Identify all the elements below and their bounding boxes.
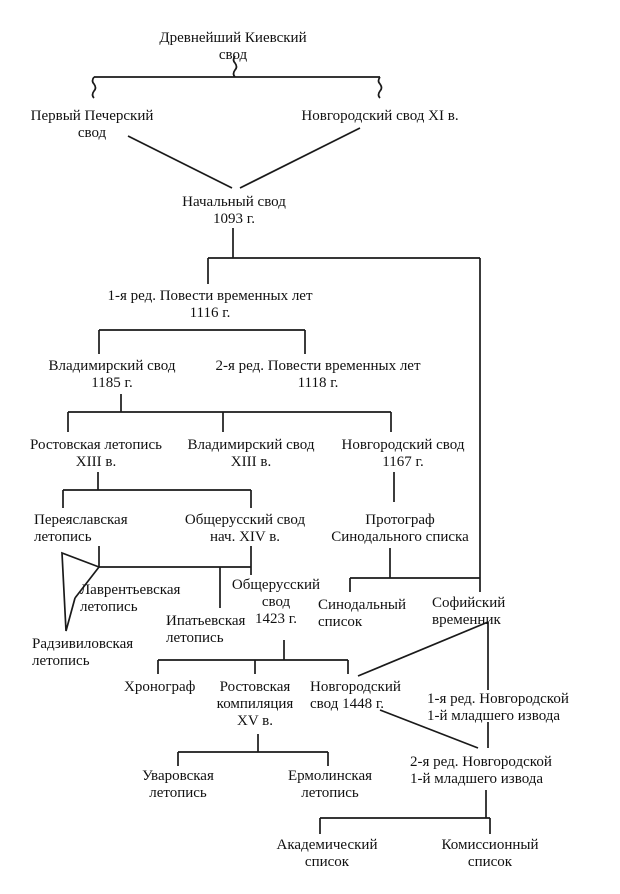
edge-pechersky-nachalnyi xyxy=(127,135,233,189)
stemma-edges xyxy=(61,55,491,834)
node-label-line: Синодального списка xyxy=(331,529,469,545)
node-label-line: Новгородский свод XI в. xyxy=(301,108,458,124)
node-label-line: Новгородский свод xyxy=(342,437,465,453)
node-label-line: 2-я ред. Новгородской xyxy=(410,754,552,770)
node-label-line: XIII в. xyxy=(76,454,116,470)
wavy-left xyxy=(91,76,97,99)
node-label-line: Ипатьевская xyxy=(166,613,246,629)
node-label-line: 1-я ред. Новгородской xyxy=(427,691,569,707)
node-label-line: Лаврентьевская xyxy=(80,582,181,598)
node-label-line: Древнейший Киевский xyxy=(159,30,306,46)
node-label-line: 1167 г. xyxy=(382,454,423,470)
node-label-line: свод xyxy=(78,125,107,141)
node-label-line: список xyxy=(468,854,513,870)
wavy-right xyxy=(377,76,383,99)
node-label-line: Новгородский xyxy=(310,679,401,695)
node-label-line: летопись xyxy=(34,529,92,545)
node-label-line: Общерусский свод xyxy=(185,512,306,528)
node-label-line: летопись xyxy=(301,785,359,801)
node-label-line: список xyxy=(305,854,350,870)
node-label-line: Комиссионный xyxy=(442,837,539,853)
node-label-line: 1116 г. xyxy=(190,305,231,321)
node-label-line: Ермолинская xyxy=(288,768,372,784)
node-label-line: Академический xyxy=(277,837,378,853)
node-label-line: Ростовская xyxy=(220,679,291,695)
node-label-line: компиляция xyxy=(217,696,294,712)
node-label-line: летопись xyxy=(149,785,207,801)
node-label-line: XIII в. xyxy=(231,454,271,470)
node-label-line: Переяславская xyxy=(34,512,128,528)
node-label-line: временник xyxy=(432,612,501,628)
node-label-line: XV в. xyxy=(237,713,273,729)
node-label-line: летопись xyxy=(80,599,138,615)
node-label-line: летопись xyxy=(166,630,224,646)
node-label-line: Софийский xyxy=(432,595,505,611)
n1448-to-2ed xyxy=(379,709,479,749)
node-label-line: 1185 г. xyxy=(91,375,132,391)
node-label-line: Протограф xyxy=(365,512,435,528)
node-label-line: Владимирский свод xyxy=(49,358,176,374)
node-label-line: Первый Печерский xyxy=(31,108,154,124)
node-label-line: Начальный свод xyxy=(182,194,286,210)
node-novgorod-xi: Новгородский свод XI в. xyxy=(301,108,458,124)
node-label-line: свод xyxy=(262,594,291,610)
node-label-line: Синодальный xyxy=(318,597,406,613)
node-label-line: свод 1448 г. xyxy=(310,696,384,712)
node-label-line: Уваровская xyxy=(142,768,214,784)
node-label-line: 1093 г. xyxy=(213,211,255,227)
node-chronograf: Хронограф xyxy=(124,679,196,695)
node-label-line: нач. XIV в. xyxy=(210,529,280,545)
node-label-line: 1-й младшего извода xyxy=(410,771,543,787)
node-label-line: Хронограф xyxy=(124,679,196,695)
triangle-lavrentiev-radziwill xyxy=(61,551,100,632)
node-label-line: 1-й младшего извода xyxy=(427,708,560,724)
wavy-from-drevneishii xyxy=(232,55,238,78)
node-label-line: Ростовская летопись xyxy=(30,437,162,453)
node-label-line: 1118 г. xyxy=(298,375,339,391)
sofiisky-to-1448 xyxy=(357,621,489,677)
node-label-line: список xyxy=(318,614,363,630)
node-label-line: Владимирский свод xyxy=(188,437,315,453)
node-label-line: Радзивиловская xyxy=(32,636,133,652)
node-label-line: 2-я ред. Повести временных лет xyxy=(215,358,421,374)
node-label-line: 1-я ред. Повести временных лет xyxy=(107,288,313,304)
edge-novgorod-nachalnyi xyxy=(239,127,361,189)
node-label-line: Общерусский xyxy=(232,577,320,593)
node-label-line: свод xyxy=(219,47,248,63)
node-label-line: 1423 г. xyxy=(255,611,297,627)
node-label-line: летопись xyxy=(32,653,90,669)
